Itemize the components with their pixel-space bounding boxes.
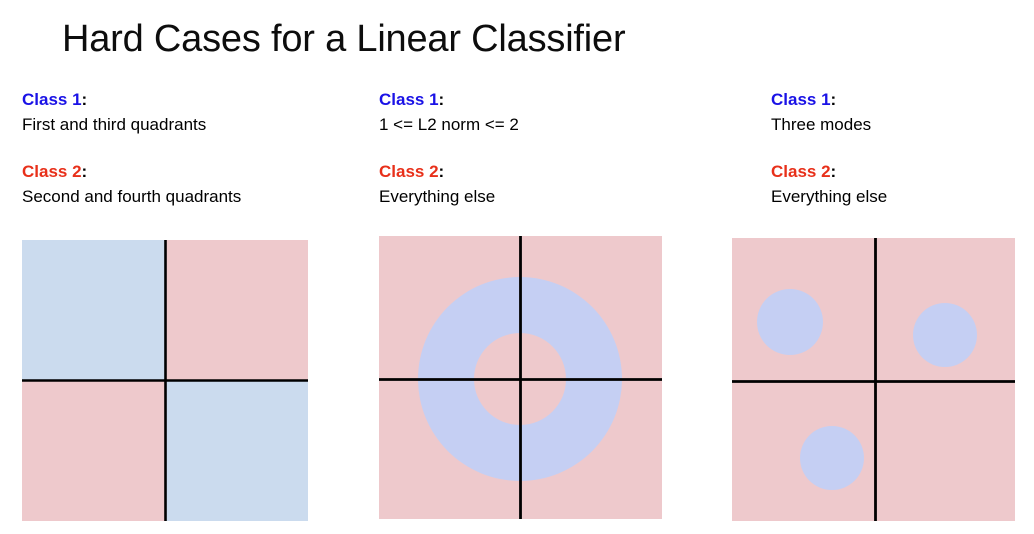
quadrant-bottom-left	[22, 380, 165, 521]
figure-xor-quadrants	[22, 240, 308, 521]
class1-colon: :	[830, 90, 837, 109]
mode-blob-upper-right	[913, 303, 977, 367]
column-annulus: Class 1: 1 <= L2 norm <= 2 Class 2: Ever…	[379, 88, 709, 222]
class2-description: Second and fourth quadrants	[22, 187, 242, 206]
class1-label: Class 1	[22, 90, 82, 109]
class2-colon: :	[438, 162, 445, 181]
class1-block: Class 1: Three modes	[771, 88, 1031, 138]
class1-block: Class 1: First and third quadrants	[22, 88, 352, 138]
class1-block: Class 1: 1 <= L2 norm <= 2	[379, 88, 709, 138]
class2-heading: Class 2:	[22, 160, 352, 184]
class1-colon: :	[438, 90, 445, 109]
mode-blob-upper-left	[757, 289, 823, 355]
page-title: Hard Cases for a Linear Classifier	[62, 18, 626, 60]
class1-colon: :	[81, 90, 88, 109]
class1-description: Three modes	[771, 115, 872, 134]
class2-heading: Class 2:	[771, 160, 1031, 184]
class1-description: First and third quadrants	[22, 115, 207, 134]
figure-three-modes	[732, 238, 1015, 521]
class2-colon: :	[81, 162, 88, 181]
quadrant-top-right	[165, 240, 308, 380]
class2-description: Everything else	[771, 187, 888, 206]
class2-block: Class 2: Everything else	[771, 160, 1031, 210]
class2-description: Everything else	[379, 187, 496, 206]
quadrant-top-left	[22, 240, 165, 380]
class1-description: 1 <= L2 norm <= 2	[379, 115, 519, 134]
class2-block: Class 2: Everything else	[379, 160, 709, 210]
class2-block: Class 2: Second and fourth quadrants	[22, 160, 352, 210]
class1-label: Class 1	[379, 90, 439, 109]
class2-colon: :	[830, 162, 837, 181]
class1-heading: Class 1:	[771, 88, 1031, 112]
class1-label: Class 1	[771, 90, 831, 109]
background-region-class2	[732, 238, 1015, 521]
column-three-modes: Class 1: Three modes Class 2: Everything…	[771, 88, 1031, 222]
class2-label: Class 2	[379, 162, 439, 181]
class2-heading: Class 2:	[379, 160, 709, 184]
class1-heading: Class 1:	[22, 88, 352, 112]
class2-label: Class 2	[771, 162, 831, 181]
figure-annulus	[379, 236, 662, 519]
class2-label: Class 2	[22, 162, 82, 181]
mode-blob-lower-left	[800, 426, 864, 490]
class1-heading: Class 1:	[379, 88, 709, 112]
column-quadrants: Class 1: First and third quadrants Class…	[22, 88, 352, 222]
quadrant-bottom-right	[165, 380, 308, 521]
